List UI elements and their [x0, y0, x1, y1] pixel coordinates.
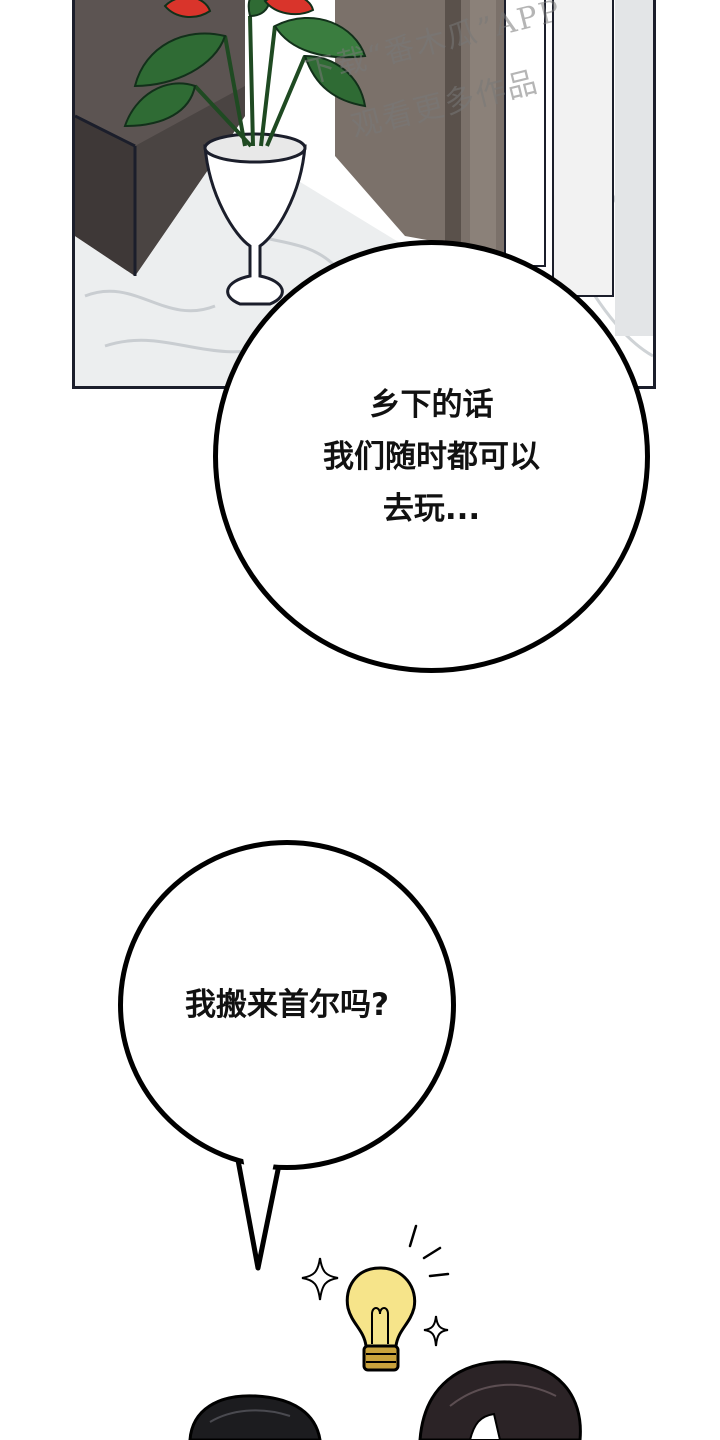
- speech-line: 去玩...: [382, 490, 481, 527]
- character-head-left: [188, 1394, 322, 1440]
- speech-line: 乡下的话: [369, 386, 494, 423]
- speech-bubble-1: 乡下的话 我们随时都可以 去玩...: [213, 240, 650, 673]
- speech-line: 我搬来首尔吗?: [185, 987, 389, 1023]
- speech-bubble-1-text: 乡下的话 我们随时都可以 去玩...: [323, 379, 540, 535]
- character-head-right: [418, 1360, 582, 1440]
- speech-line: 我们随时都可以: [323, 438, 540, 475]
- speech-bubble-2: 我搬来首尔吗?: [118, 840, 456, 1170]
- bottom-illustration: [188, 1224, 582, 1440]
- speech-bubble-2-text: 我搬来首尔吗?: [185, 979, 389, 1031]
- comic-panel-interior: 下载“番木瓜”APP 观看更多作品: [72, 0, 656, 389]
- lightbulb-icon: [345, 1266, 417, 1372]
- sparkle-icon: [301, 1257, 339, 1301]
- sparkle-icon: [423, 1315, 449, 1347]
